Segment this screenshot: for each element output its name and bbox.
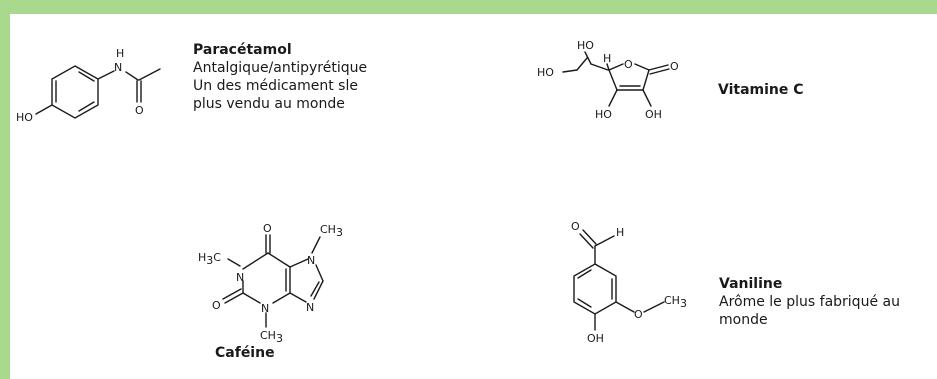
vaniline-structure: O H O CH3 OH	[550, 210, 715, 355]
vaniline-atom-h-ald: H	[616, 226, 624, 239]
vitamin-c-structure: HO HO H O O HO OH	[525, 34, 705, 134]
paracetamol-caption: Paracétamol Antalgique/antipyrétique Un …	[193, 41, 367, 113]
cafeine-name: Caféine	[215, 345, 275, 361]
cafeine-atom-h3c: H3C	[198, 251, 221, 267]
cafeine-atom-o-left: O	[212, 299, 221, 312]
vitc-atom-ho-left: HO	[537, 66, 554, 79]
paracetamol-line-2: Un des médicament sle	[193, 78, 358, 94]
cafeine-atom-n7: N	[307, 254, 315, 267]
paracetamol-atom-h: H	[116, 47, 124, 60]
paracetamol-line-3: plus vendu au monde	[193, 96, 345, 112]
cafeine-atom-n9: N	[306, 301, 314, 314]
paracetamol-line-1: Antalgique/antipyrétique	[193, 60, 368, 76]
vaniline-line-1: Arôme le plus fabriqué au	[719, 294, 900, 310]
paracetamol-structure: H N O HO	[10, 44, 185, 144]
vitamin-c-name: Vitamine C	[718, 82, 804, 98]
vaniline-atom-o-ald: O	[571, 220, 580, 233]
document-page: H N O HO Paracétamol Antalgique/antipyré…	[10, 14, 937, 379]
cafeine-atom-n3: N	[261, 302, 269, 315]
vitc-atom-oh-bottom: OH	[645, 108, 662, 121]
vitc-atom-o-ring: O	[624, 58, 633, 71]
vitc-atom-h: H	[603, 52, 611, 65]
vaniline-caption: Vaniline Arôme le plus fabriqué au monde	[719, 275, 900, 329]
cafeine-atom-ch3-top: CH3	[320, 223, 343, 239]
cafeine-atom-ch3-bottom: CH3	[260, 329, 283, 345]
paracetamol-atom-n: N	[114, 61, 122, 74]
vaniline-line-2: monde	[719, 312, 768, 328]
vaniline-atom-ch3: CH3	[664, 294, 687, 310]
paracetamol-name: Paracétamol	[193, 42, 292, 58]
vaniline-atom-oh: OH	[587, 332, 604, 345]
vitamin-c-caption: Vitamine C	[718, 81, 804, 99]
cafeine-caption: Caféine	[215, 344, 275, 362]
cafeine-structure: H3C N O N CH3 N O N CH3	[180, 209, 350, 345]
cafeine-atom-n1: N	[236, 271, 244, 284]
vaniline-name: Vaniline	[719, 276, 783, 292]
vitc-atom-o-carbonyl: O	[670, 60, 679, 73]
paracetamol-atom-ho: HO	[16, 111, 33, 124]
vitc-atom-ho-bottom: HO	[595, 108, 612, 121]
cafeine-atom-o-top: O	[263, 222, 272, 235]
paracetamol-atom-o: O	[135, 104, 144, 117]
vaniline-atom-o-meth: O	[634, 308, 643, 321]
vitc-atom-ho-top: HO	[577, 39, 594, 52]
